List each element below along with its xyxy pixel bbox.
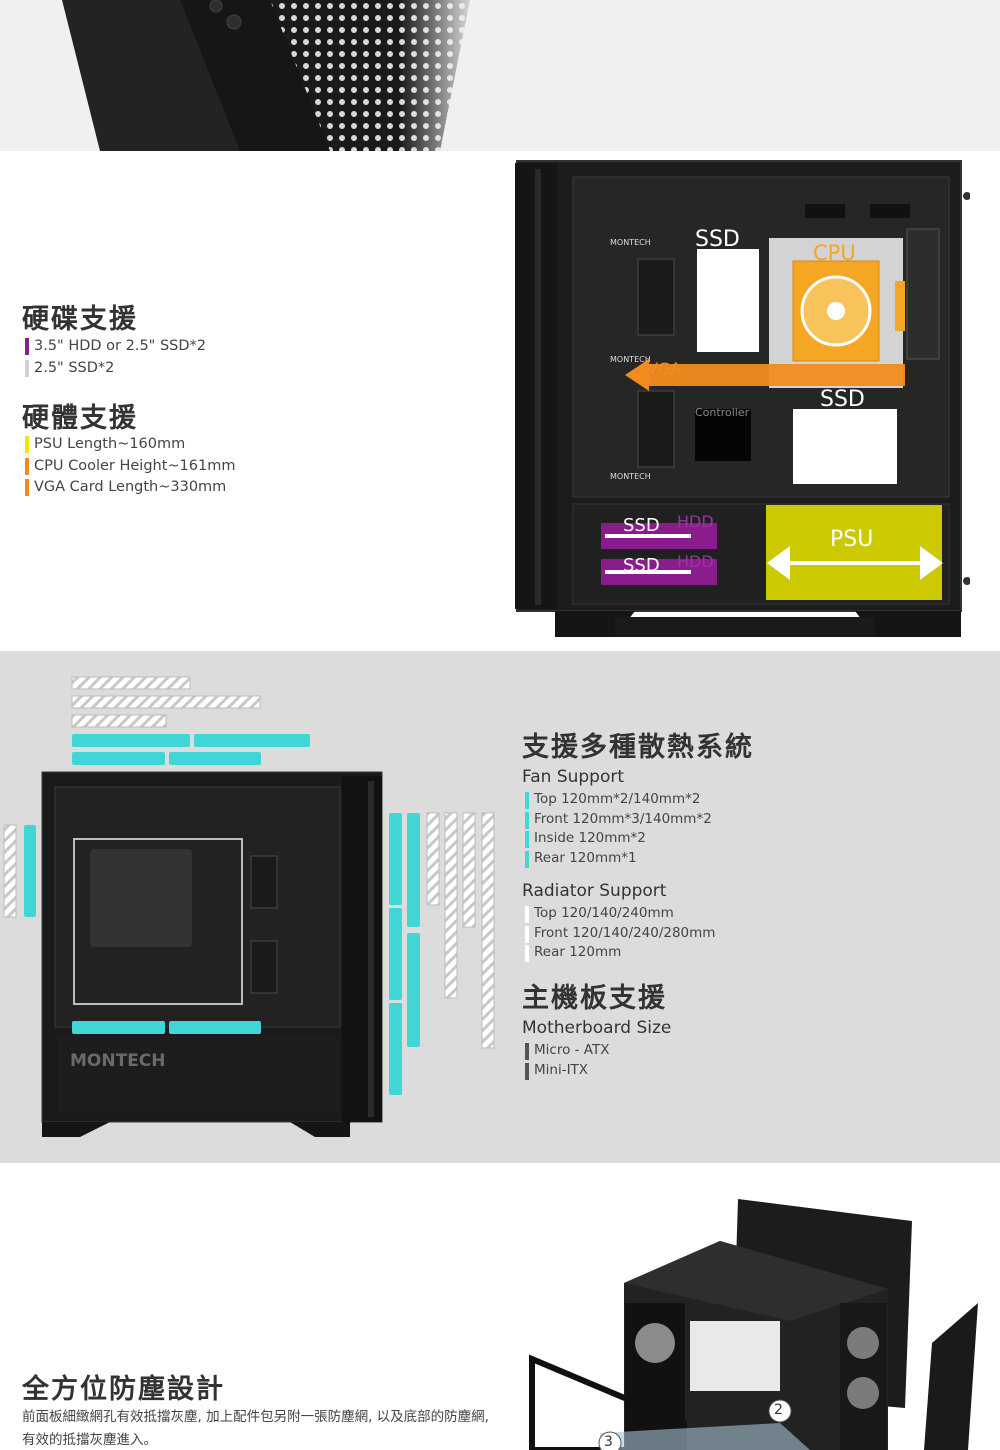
radiator-support-list: Top 120/140/240mm Front 120/140/240/280m… — [525, 904, 715, 963]
cpu-label: CPU — [813, 241, 856, 265]
cooling-diagram: MONTECH — [0, 651, 500, 1163]
brand-label: MONTECH — [610, 472, 651, 481]
radiator-item: Rear 120mm — [525, 943, 715, 963]
hdd-label: HDD — [677, 552, 714, 571]
brand-label: MONTECH — [610, 355, 651, 364]
psu-label: PSU — [830, 527, 874, 552]
ssd-label: SSD — [820, 387, 865, 412]
dust-description: 前面板細緻網孔有效抵擋灰塵, 加上配件包另附一張防塵網, 以及底部的防塵網, 有… — [22, 1409, 489, 1448]
vga-label: VGA — [647, 359, 682, 378]
exploded-case-photo: 2 3 — [520, 1193, 1000, 1450]
case-layout-diagram: MONTECH MONTECH MONTECH SSD CPU VGA Cont… — [515, 159, 970, 643]
hdd-item: 3.5" HDD or 2.5" SSD*2 — [25, 336, 206, 358]
top-banner — [0, 0, 1000, 151]
radiator-item: Top 120/140/240mm — [525, 904, 715, 924]
hardware-support-title: 硬體支援 — [22, 403, 138, 434]
cooling-section: MONTECH 支援多種散熱系統 Fan Support Top 120mm*2… — [0, 651, 1000, 1163]
motherboard-item: Micro - ATX — [525, 1041, 609, 1061]
cooling-title: 支援多種散熱系統 — [522, 732, 754, 763]
fan-support-title: Fan Support — [522, 767, 625, 787]
callout-2: 2 — [774, 1402, 783, 1418]
radiator-support-title: Radiator Support — [522, 881, 667, 901]
dust-section: 全方位防塵設計 前面板細緻網孔有效抵擋灰塵, 加上配件包另附一張防塵網, 以及底… — [0, 1163, 1000, 1450]
hardware-support-list: PSU Length~160mm CPU Cooler Height~161mm… — [25, 434, 236, 499]
fan-item: Top 120mm*2/140mm*2 — [525, 790, 712, 810]
motherboard-item: Mini-ITX — [525, 1061, 609, 1081]
hdd-item: 2.5" SSD*2 — [25, 358, 206, 380]
fan-support-list: Top 120mm*2/140mm*2 Front 120mm*3/140mm*… — [525, 790, 712, 869]
callout-3: 3 — [604, 1434, 613, 1450]
motherboard-list: Micro - ATX Mini-ITX — [525, 1041, 609, 1080]
brand-label: MONTECH — [610, 238, 651, 247]
hdd-support-list: 3.5" HDD or 2.5" SSD*2 2.5" SSD*2 — [25, 336, 206, 379]
motherboard-size-title: Motherboard Size — [522, 1018, 672, 1038]
ssd-label: SSD — [623, 515, 660, 536]
hardware-item: CPU Cooler Height~161mm — [25, 456, 236, 478]
hdd-label: HDD — [677, 512, 714, 531]
case-mesh-photo — [62, 0, 480, 151]
case-brand-label: MONTECH — [70, 1051, 166, 1071]
hardware-item: PSU Length~160mm — [25, 434, 236, 456]
ssd-label: SSD — [695, 227, 740, 252]
controller-label: Controller — [695, 406, 750, 419]
radiator-item: Front 120/140/240/280mm — [525, 924, 715, 944]
fan-item: Inside 120mm*2 — [525, 829, 712, 849]
fan-item: Rear 120mm*1 — [525, 849, 712, 869]
motherboard-title: 主機板支援 — [522, 983, 667, 1014]
hardware-item: VGA Card Length~330mm — [25, 477, 236, 499]
ssd-label: SSD — [623, 555, 660, 576]
storage-section: 硬碟支援 3.5" HDD or 2.5" SSD*2 2.5" SSD*2 硬… — [0, 151, 1000, 651]
fan-item: Front 120mm*3/140mm*2 — [525, 810, 712, 830]
hdd-support-title: 硬碟支援 — [22, 304, 138, 335]
dust-title: 全方位防塵設計 — [22, 1374, 225, 1405]
